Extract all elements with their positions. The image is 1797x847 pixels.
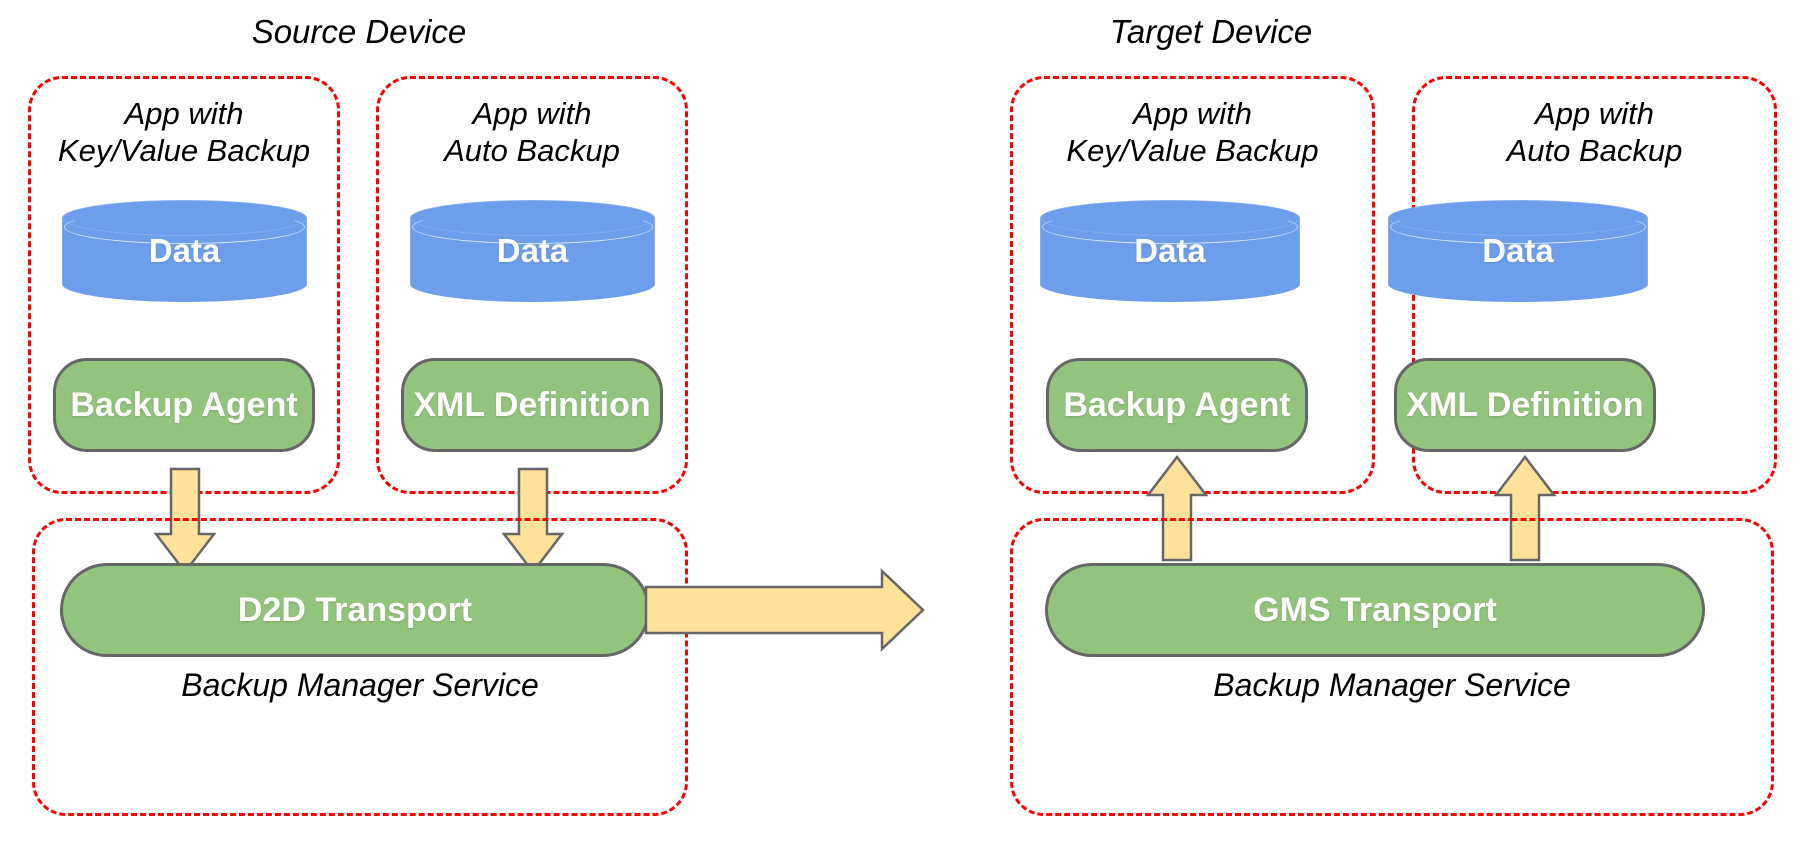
app-label-line1: App with (472, 96, 592, 131)
target-app-autobackup-data-cylinder: Data (1388, 200, 1648, 302)
target-backup-agent-pill[interactable]: Backup Agent (1046, 358, 1308, 452)
cylinder-inner-ellipse (412, 210, 653, 244)
cylinder-side-right (1647, 218, 1648, 284)
cylinder-inner-ellipse (1390, 210, 1646, 244)
app-label-line1: App with (1535, 96, 1654, 131)
cylinder-side-right (1299, 218, 1300, 284)
cylinder-inner-ellipse (64, 210, 305, 244)
target-app-keyvalue-data-cylinder: Data (1040, 200, 1300, 302)
cylinder-text: Data (1134, 232, 1206, 269)
source-xml-definition-pill[interactable]: XML Definition (401, 358, 663, 452)
app-label-line2: Key/Value Backup (1066, 132, 1319, 168)
source-app-keyvalue-label: App with Key/Value Backup (28, 96, 340, 169)
cylinder-side-right (306, 218, 307, 284)
target-backup-manager-service-box (1010, 518, 1774, 816)
app-label-line1: App with (1133, 96, 1252, 131)
app-label-line2: Auto Backup (444, 132, 620, 168)
source-app-autobackup-label: App with Auto Backup (376, 96, 688, 169)
target-keyvalue-up-arrow (1145, 454, 1209, 562)
app-label-line2: Auto Backup (1506, 132, 1683, 168)
cylinder-side-left (1388, 218, 1389, 284)
target-app-keyvalue-label: App with Key/Value Backup (1010, 96, 1375, 169)
cylinder-side-left (410, 218, 411, 284)
cylinder-bottom (410, 266, 655, 302)
transport-link-arrow (644, 568, 925, 652)
source-device-title: Source Device (251, 13, 467, 50)
target-device-title: Target Device (1109, 13, 1313, 50)
app-label-line1: App with (124, 96, 244, 131)
target-app-autobackup-label: App with Auto Backup (1412, 96, 1777, 169)
cylinder-text: Data (148, 232, 221, 269)
cylinder-text: Data (1482, 232, 1554, 269)
gms-transport-pill[interactable]: GMS Transport (1045, 563, 1705, 657)
target-backup-manager-service-label: Backup Manager Service (1213, 667, 1571, 703)
cylinder-bottom (62, 266, 307, 302)
d2d-transport-pill[interactable]: D2D Transport (60, 563, 650, 657)
target-autobackup-up-arrow (1493, 454, 1557, 562)
cylinder-bottom (1040, 266, 1300, 302)
cylinder-side-left (1040, 218, 1041, 284)
target-xml-definition-pill[interactable]: XML Definition (1394, 358, 1656, 452)
source-backup-manager-service-box (32, 518, 688, 816)
cylinder-side-left (62, 218, 63, 284)
app-label-line2: Key/Value Backup (57, 132, 311, 168)
source-app-autobackup-data-cylinder: Data (410, 200, 655, 302)
cylinder-inner-ellipse (1042, 210, 1298, 244)
source-backup-agent-pill[interactable]: Backup Agent (53, 358, 315, 452)
cylinder-side-right (654, 218, 655, 284)
cylinder-text: Data (496, 232, 569, 269)
cylinder-bottom (1388, 266, 1648, 302)
source-backup-manager-service-label: Backup Manager Service (181, 667, 539, 703)
source-app-keyvalue-data-cylinder: Data (62, 200, 307, 302)
